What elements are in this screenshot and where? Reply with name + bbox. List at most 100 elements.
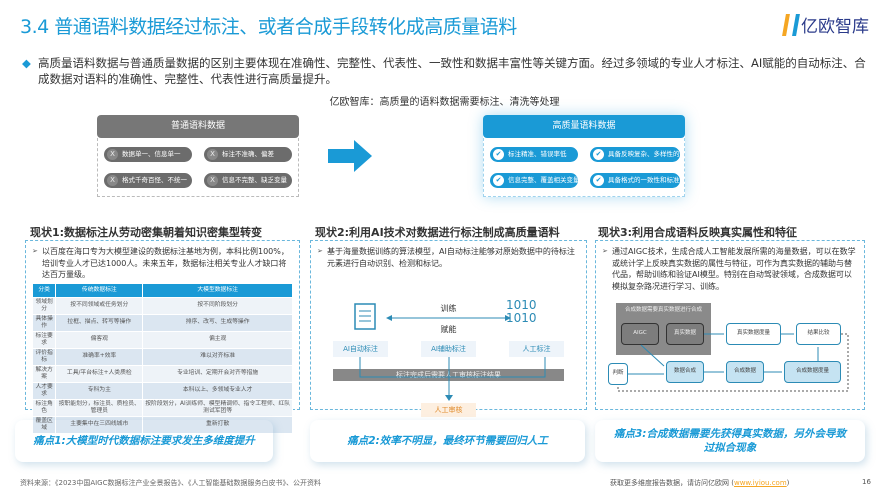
quality-item: ✔ 具备反映复杂、多样性的代表性 (590, 147, 680, 162)
table-cell: 拉框、描点、转写等操作 (55, 314, 144, 332)
check-icon: ✔ (493, 175, 504, 186)
table-cell: 专科为主 (55, 382, 144, 400)
item-text: 标注不准确、偏差 (222, 150, 274, 158)
panel2-text: 基于海量数据训练的算法模型，AI自动标注能够对原始数据中的待标注元素进行自动识别… (317, 246, 580, 269)
ai-assist-annotation-node: AI辅助标注 (421, 341, 476, 357)
table-row: 人才要求专科为主本科以上、多领域专业人才 (31, 382, 293, 400)
check-icon: ✔ (593, 149, 604, 160)
page-title: 3.4 普通语料数据经过标注、或者合成手段转化成高质量语料 (20, 16, 517, 38)
table-cell: 解决方案 (31, 365, 57, 383)
double-arrow-icon (386, 315, 511, 321)
panel1-title: 现状1:数据标注从劳动密集朝着知识密集型转变 (30, 226, 263, 239)
diagram-subtitle: 亿欧智库：高质量的语料数据需要标注、清洗等处理 (329, 97, 560, 108)
table-cell: 重新打散 (142, 416, 293, 434)
logo: 亿欧智库 (782, 12, 869, 37)
table-row: 标注要求偏客观偏主观 (31, 331, 293, 349)
normal-item: X 格式千奇百怪、不统一 (104, 173, 192, 188)
table-row: 领域划分按不同领域或任务划分按不同阶段划分 (31, 297, 293, 315)
table-cell: 专业培训、定期开会对齐等措施 (142, 365, 293, 383)
quality-data-title: 高质量语料数据 (483, 115, 685, 138)
item-text: 信息完整、覆盖相关变量和特征 (508, 176, 578, 184)
table-cell: 难以对齐标准 (142, 348, 293, 366)
table-cell: 按职能划分，标注员、质检员、管理员 (55, 399, 144, 417)
real-data-node: 真实数据 (666, 323, 704, 345)
x-icon: X (207, 175, 218, 186)
table-cell: 具体操作 (31, 314, 57, 332)
item-text: 具备反映复杂、多样性的代表性 (608, 150, 680, 158)
flow-arrows (617, 333, 849, 392)
table-cell: 排序、改写、生成等操作 (142, 314, 293, 332)
table-cell: 偏主观 (142, 331, 293, 349)
table-row: 评价指标准确率+效率难以对齐标准 (31, 348, 293, 366)
x-icon: X (107, 175, 118, 186)
judge-node: 判断 (608, 363, 628, 385)
normal-item: X 信息不完整、缺乏变量 (204, 173, 292, 188)
table-header: 大模型数据标注 (142, 282, 293, 298)
normal-data-title: 普通语料数据 (97, 115, 299, 138)
panel2: 基于海量数据训练的算法模型，AI自动标注能够对原始数据中的待标注元素进行自动识别… (310, 240, 587, 417)
real-data-measure-node: 真实数据度量 (726, 323, 781, 345)
train-label: 训练 (440, 304, 457, 313)
normal-item: X 数据单一、信息单一 (104, 147, 192, 162)
item-text: 标注精准、错误率低 (508, 150, 567, 158)
table-row: 标注角色按职能划分，标注员、质检员、管理员按阶段划分，AI训练师、模型精调师、指… (31, 399, 293, 417)
annotation-comparison-table: 分类传统数据标注大模型数据标注 领域划分按不同领域或任务划分按不同阶段划分具体操… (31, 282, 293, 434)
logo-mark-icon (782, 13, 800, 36)
table-cell: 按不同阶段划分 (142, 297, 293, 315)
right-arrow-icon (328, 140, 372, 172)
normal-item: X 标注不准确、偏差 (204, 147, 292, 162)
source-note: 资料来源：《2023中国AIGC数据标注产业全景报告》、《人工智能基础数据服务白… (20, 479, 321, 487)
table-cell: 准确率+效率 (55, 348, 144, 366)
panel1-text: 以百度在海口专为大模型建设的数据标注基地为例，本科比例100%，培训专业人才已达… (32, 246, 293, 281)
table-cell: 按不同领域或任务划分 (55, 297, 144, 315)
x-icon: X (207, 149, 218, 160)
synthetic-data-node: 合成数据 (726, 361, 764, 383)
panel3-text: 通过AIGC技术，生成合成人工智能发展所需的海量数据，可以在数学或统计学上反映真… (602, 246, 858, 292)
quality-item: ✔ 信息完整、覆盖相关变量和特征 (490, 173, 578, 188)
check-icon: ✔ (593, 175, 604, 186)
item-text: 数据单一、信息单一 (122, 150, 181, 158)
item-text: 格式千奇百怪、不统一 (122, 176, 187, 184)
table-cell: 覆盖区域 (31, 416, 57, 434)
synthetic-data-measure-node: 合成数据度量 (784, 361, 841, 383)
table-row: 解决方案工具/平台标注+人类质检专业培训、定期开会对齐等措施 (31, 365, 293, 383)
close-paren: ) (786, 479, 790, 487)
quality-data-box: 高质量语料数据 ✔ 标注精准、错误率低 ✔ 具备反映复杂、多样性的代表性 ✔ 信息完整… (483, 115, 685, 197)
panel2-title: 现状2:利用AI技术对数据进行标注制成高质量语料 (315, 226, 560, 239)
website-link[interactable]: www.iyiou.com (733, 479, 787, 487)
data-synthesis-node: 数据合成 (666, 361, 704, 383)
table-row: 覆盖区域主要集中在三四线城市重新打散 (31, 416, 293, 434)
empower-label: 赋能 (440, 325, 457, 334)
clipboard-icon (354, 303, 376, 330)
table-cell: 主要集中在三四线城市 (55, 416, 144, 434)
page-number: 16 (862, 478, 871, 486)
table-cell: 领域划分 (31, 297, 57, 315)
more-text: 获取更多维度报告数据，请访问亿欧网 ( (610, 479, 734, 487)
table-cell: 按阶段划分，AI训练师、模型精调师、指令工程师、红队测试军团等 (142, 399, 293, 417)
result-compare-node: 结果比较 (796, 323, 841, 345)
item-text: 具备格式的一致性和标准化 (608, 176, 680, 184)
binary-text: 1010 (506, 311, 537, 325)
panel3: 通过AIGC技术，生成合成人工智能发展所需的海量数据，可以在数学或统计学上反映真… (595, 240, 865, 410)
flow-connectors (359, 357, 546, 401)
table-cell: 人才要求 (31, 382, 57, 400)
table-cell: 本科以上、多领域专业人才 (142, 382, 293, 400)
item-text: 信息不完整、缺乏变量 (222, 176, 287, 184)
check-icon: ✔ (493, 149, 504, 160)
intro-text: 高质量语料数据与普通质量数据的区别主要体现在准确性、完整性、代表性、一致性和数据… (38, 56, 866, 86)
table-header: 传统数据标注 (55, 282, 144, 298)
x-icon: X (107, 149, 118, 160)
diamond-bullet-icon: ◆ (22, 56, 31, 70)
binary-text: 1010 (506, 298, 537, 312)
quality-item: ✔ 标注精准、错误率低 (490, 147, 578, 162)
panel1: 以百度在海口专为大模型建设的数据标注基地为例，本科比例100%，培训专业人才已达… (25, 240, 300, 434)
table-cell: 工具/平台标注+人类质检 (55, 365, 144, 383)
table-cell: 标注要求 (31, 331, 57, 349)
manual-review-node: 人工审核 (421, 403, 476, 417)
logo-text: 亿欧智库 (801, 17, 869, 37)
group-label: 合成数据需要真实数据进行合成 (624, 307, 702, 313)
quality-item: ✔ 具备格式的一致性和标准化 (590, 173, 680, 188)
panel3-title: 现状3:利用合成语料反映真实属性和特征 (598, 226, 798, 239)
